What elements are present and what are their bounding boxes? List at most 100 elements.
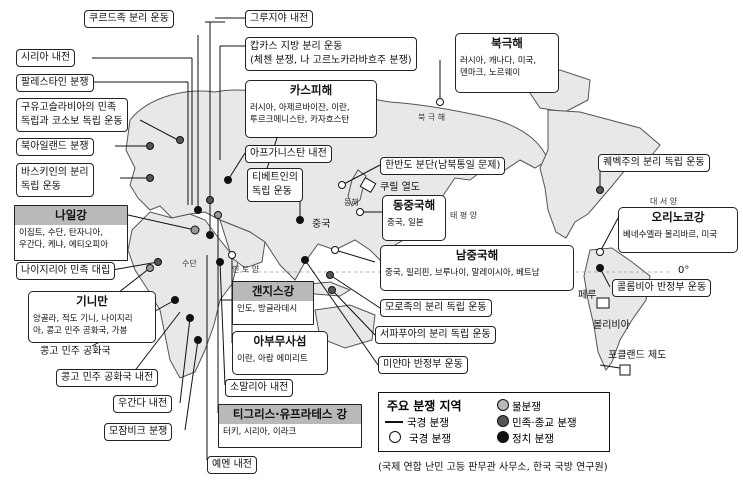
nile-title: 나일강 [15, 206, 127, 225]
territory-dispute-icon [389, 431, 401, 443]
indian-ocean-label: 인 도 양 [232, 265, 260, 274]
myanmar-label: 미얀마 반정부 운동 [378, 356, 468, 374]
yemen-label: 예멘 내전 [207, 456, 257, 474]
kurd-label: 쿠르드족 분리 운동 [84, 10, 174, 28]
arctic-title: 북극해 [491, 36, 523, 50]
legend-water: 물분쟁 [497, 399, 541, 414]
ganges-title: 갠지스강 [233, 282, 313, 301]
guinea-title: 기니만 [76, 294, 108, 308]
pacific-ocean-label: 태 평 양 [450, 211, 478, 220]
georgia-label: 그루지야 내전 [245, 10, 314, 28]
guinea-body-line1: 앙골라, 적도 기니, 나이지리 [33, 314, 133, 324]
guinea-body-line2: 아, 콩고 민주 공화국, 가봉 [33, 326, 128, 336]
legend: 주요 분쟁 지역 물분쟁 국경 분쟁 민족·종교 분쟁 국경 분쟁 정치 분쟁 [378, 392, 610, 452]
southchina-body: 중국, 필리핀, 브루나이, 말레이시아, 베트남 [385, 268, 540, 278]
ganges-body: 인도, 방글라데시 [237, 304, 298, 314]
legend-ethnic: 민족·종교 분쟁 [497, 415, 577, 430]
yugoslavia-line2: 독립과 코소보 독립 운동 [21, 116, 123, 127]
moro-label: 모로족의 분리 독립 운동 [380, 299, 492, 317]
legend-ethnic-text: 민족·종교 분쟁 [512, 417, 577, 429]
uganda-label: 우간다 내전 [113, 395, 173, 413]
ganges-box: 갠지스강 인도, 방글라데시 [232, 281, 314, 325]
zero-degree-label: 0° [678, 265, 690, 276]
water-dispute-icon [497, 399, 509, 411]
legend-territory-text: 국경 분쟁 [409, 433, 451, 445]
tibet-label: 티베트인의 독립 운동 [247, 168, 303, 202]
south-china-sea-box: 남중국해 중국, 필리핀, 브루나이, 말레이시아, 베트남 [380, 245, 574, 291]
eastchina-body: 중국, 일본 [387, 218, 424, 228]
east-sea-label: 동해 [344, 198, 359, 207]
border-line-icon [385, 421, 403, 423]
congo-civil-war-label: 콩고 민주 공화국 내전 [56, 369, 159, 387]
nile-box: 나일강 이집트, 수단, 탄자니아, 우간다, 케냐, 에티오피아 [14, 205, 128, 261]
arctic-body: 러시아, 캐나다, 미국, 덴마크, 노르웨이 [456, 53, 558, 82]
source-caption: (국제 연합 난민 고등 판무관 사무소, 한국 국방 연구원) [378, 462, 608, 473]
abumusa-title: 아부무사섬 [253, 334, 307, 348]
eastchina-title: 동중국해 [392, 198, 436, 212]
quebec-label: 퀘벡주의 분리 독립 운동 [598, 154, 710, 172]
africa-land [127, 211, 239, 379]
basque-label: 바스키인의 분리 독립 운동 [16, 163, 94, 197]
arctic-body-line2: 덴마크, 노르웨이 [460, 68, 521, 78]
sudan-label: 수단 [182, 259, 197, 268]
legend-territory: 국경 분쟁 [389, 431, 451, 446]
arctic-body-line1: 러시아, 캐나다, 미국, [460, 56, 537, 66]
southchina-title: 남중국해 [455, 248, 499, 262]
tibet-line2: 독립 운동 [252, 186, 292, 197]
caucasus-line1: 캅카스 지방 분리 운동 [250, 41, 343, 52]
east-china-sea-box: 동중국해 중국, 일본 [382, 195, 446, 241]
japan-land [347, 169, 367, 207]
caucasus-line2: (체첸 분쟁, 나 고르노카라바흐주 분쟁) [250, 55, 412, 66]
legend-border-text: 국경 분쟁 [407, 417, 449, 429]
atlantic-ocean-label: 대 서 양 [650, 197, 678, 206]
caspian-body-line2: 투르크메니스탄, 카자흐스탄 [250, 115, 350, 125]
yugoslavia-line1: 구유고슬라비아의 민족 [21, 102, 117, 113]
congo-label: 콩고 민주 공화국 [40, 346, 111, 358]
peru-label: 페루 [578, 290, 597, 301]
arctic-ocean-label: 북 극 해 [418, 113, 446, 122]
legend-border: 국경 분쟁 [385, 415, 449, 430]
gulf-of-guinea-box: 기니만 앙골라, 적도 기니, 나이지리 아, 콩고 민주 공화국, 가봉 [28, 291, 156, 343]
abumusa-body: 이란, 아랍 에미리트 [237, 354, 308, 364]
palestine-label: 팔레스타인 분쟁 [16, 74, 94, 92]
falkland-label: 포클랜드 제도 [608, 350, 667, 361]
political-dispute-icon [497, 431, 509, 443]
mozambique-label: 모잠비크 분쟁 [104, 423, 173, 441]
orinoco-box: 오리노코강 베네수엘라 볼리바르, 미국 [618, 207, 738, 253]
afghanistan-label: 아프가니스탄 내전 [245, 145, 332, 163]
basque-line2: 독립 운동 [21, 181, 61, 192]
caspian-title: 카스피해 [289, 83, 333, 97]
caspian-box: 카스피해 러시아, 아제르바이잔, 이란, 투르크메니스탄, 카자흐스탄 [245, 80, 377, 138]
yugoslavia-label: 구유고슬라비아의 민족 독립과 코소보 독립 운동 [16, 98, 128, 132]
south-america-land [583, 247, 651, 371]
tibet-line1: 티베트인의 [252, 172, 298, 183]
somalia-label: 소말리아 내전 [225, 379, 294, 397]
legend-political: 정치 분쟁 [497, 431, 554, 446]
nile-body-line1: 이집트, 수단, 탄자니아, [19, 228, 103, 238]
tigris-euphrates-box: 티그리스·유프라테스 강 터키, 시리아, 이라크 [218, 404, 362, 448]
caspian-body-line1: 러시아, 아제르바이잔, 이란, [250, 103, 350, 113]
colombia-label: 콜롬비아 반정부 운동 [612, 279, 712, 297]
legend-water-text: 물분쟁 [512, 401, 541, 413]
syria-label: 시리아 내전 [16, 49, 76, 67]
basque-line1: 바스키인의 분리 [21, 167, 89, 178]
tigris-body: 터키, 시리아, 이라크 [223, 427, 297, 437]
orinoco-title: 오리노코강 [651, 210, 705, 224]
caspian-body: 러시아, 아제르바이잔, 이란, 투르크메니스탄, 카자흐스탄 [246, 100, 376, 129]
caucasus-label: 캅카스 지방 분리 운동 (체첸 분쟁, 나 고르노카라바흐주 분쟁) [245, 37, 417, 71]
orinoco-body: 베네수엘라 볼리바르, 미국 [623, 230, 718, 240]
eurasia-land [125, 89, 549, 281]
abu-musa-box: 아부무사섬 이란, 아랍 에미리트 [232, 331, 328, 375]
kuril-label: 쿠릴 열도 [380, 182, 420, 193]
china-label: 중국 [312, 219, 331, 230]
nigeria-label: 나이지리아 민족 대립 [16, 262, 116, 280]
legend-political-text: 정치 분쟁 [512, 433, 554, 445]
arctic-box: 북극해 러시아, 캐나다, 미국, 덴마크, 노르웨이 [455, 33, 559, 93]
korea-label: 한반도 분단(남북통일 문제) [380, 157, 506, 175]
nile-body: 이집트, 수단, 탄자니아, 우간다, 케냐, 에티오피아 [15, 225, 127, 254]
guinea-body: 앙골라, 적도 기니, 나이지리 아, 콩고 민주 공화국, 가봉 [29, 311, 155, 340]
bolivia-label: 볼리비아 [593, 320, 630, 331]
ethnic-dispute-icon [497, 415, 509, 427]
nile-body-line2: 우간다, 케냐, 에티오피아 [19, 240, 109, 250]
west-papua-label: 서파푸아의 분리 독립 운동 [375, 326, 496, 344]
